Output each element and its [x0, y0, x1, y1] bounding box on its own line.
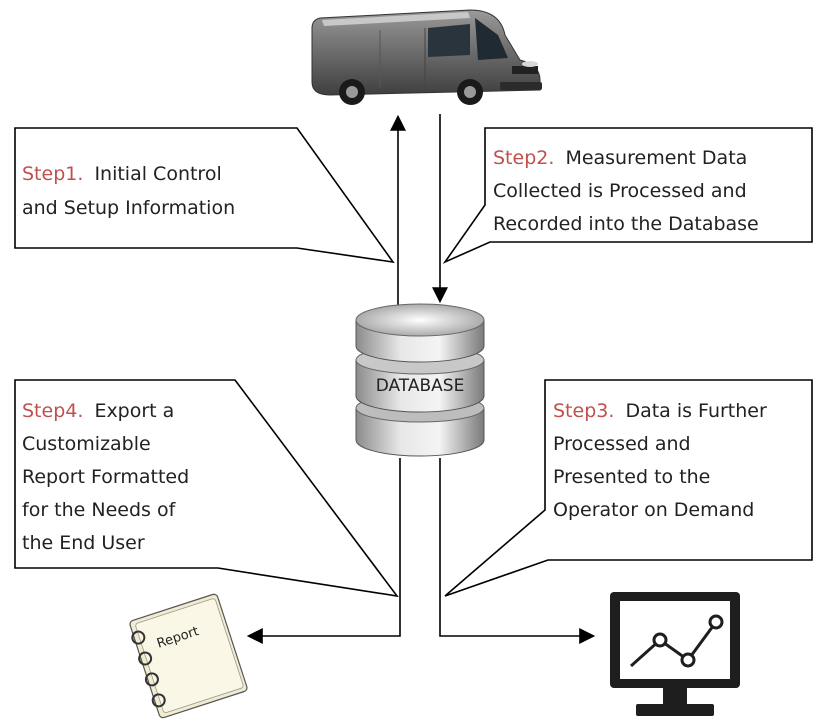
- step3-line1: Data is Further: [625, 400, 767, 422]
- svg-text:Step2. Measurement Data: Step2. Measurement Data: [493, 147, 747, 169]
- step1-tag: Step1.: [22, 163, 83, 185]
- step2-tag: Step2.: [493, 147, 554, 169]
- step4-line4: for the Needs of: [22, 499, 177, 521]
- step2-line1: Measurement Data: [565, 147, 747, 169]
- svg-text:Step3. Data is Further: Step3. Data is Further: [553, 400, 767, 422]
- callout-step3: Step3. Data is Further Processed and Pre…: [444, 379, 813, 597]
- step4-tag: Step4.: [22, 400, 83, 422]
- step3-line3: Presented to the: [553, 466, 710, 488]
- step4-line5: the End User: [22, 532, 145, 554]
- step1-line2: and Setup Information: [22, 197, 235, 219]
- arrow-db-to-report: [246, 458, 401, 644]
- step4-line2: Customizable: [22, 433, 151, 455]
- step4-line3: Report Formatted: [22, 466, 189, 488]
- callout-step4: Step4. Export a Customizable Report Form…: [14, 379, 399, 598]
- callout-step1: Step1. Initial Control and Setup Informa…: [14, 127, 395, 264]
- svg-text:Step4. Export a: Step4. Export a: [22, 400, 174, 422]
- step2-line3: Recorded into the Database: [493, 213, 759, 235]
- step1-line1: Initial Control: [94, 163, 221, 185]
- arrow-db-to-monitor: [439, 458, 596, 644]
- report-notebook-icon: Report: [129, 593, 248, 719]
- database-label: DATABASE: [376, 376, 465, 396]
- step3-line2: Processed and: [553, 433, 691, 455]
- van-icon: [311, 9, 542, 105]
- step2-line2: Collected is Processed and: [493, 180, 747, 202]
- monitor-chart-icon: [610, 592, 740, 716]
- connector-lines: [246, 114, 596, 644]
- step4-line1: Export a: [94, 400, 174, 422]
- step3-tag: Step3.: [553, 400, 614, 422]
- database-icon: DATABASE: [355, 303, 485, 457]
- callout-step2: Step2. Measurement Data Collected is Pro…: [442, 127, 813, 264]
- step3-line4: Operator on Demand: [553, 499, 754, 521]
- svg-text:Step1. Initial Control: Step1. Initial Control: [22, 163, 222, 185]
